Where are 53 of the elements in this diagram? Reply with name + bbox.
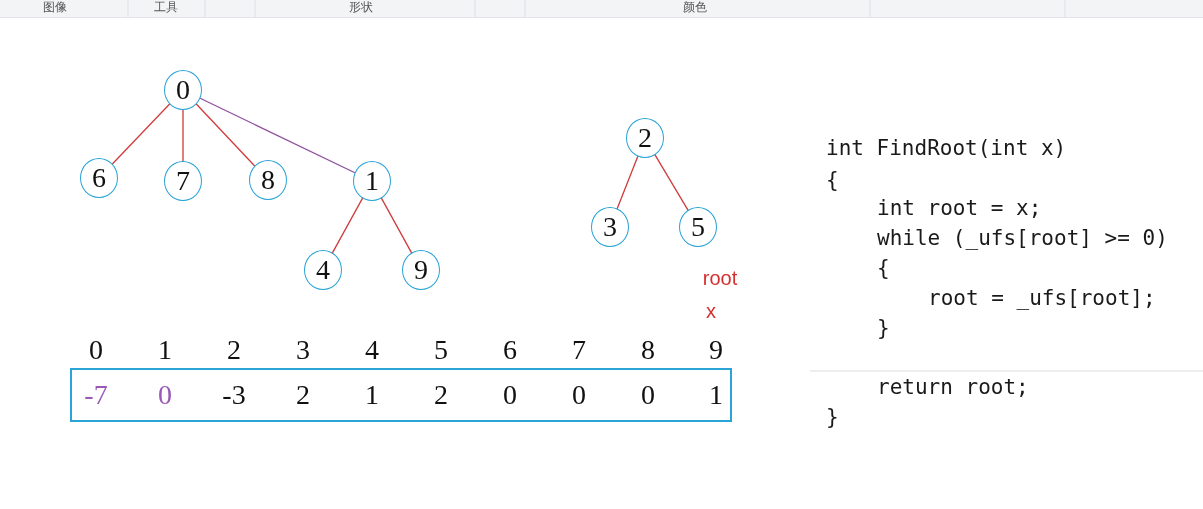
tree-edge <box>331 197 364 254</box>
code-line: } <box>826 405 839 429</box>
node-number: 5 <box>691 211 705 243</box>
array-value: 0 <box>572 379 586 411</box>
variable-label: x <box>706 301 716 321</box>
node-number: 9 <box>414 254 428 286</box>
variable-label: root <box>702 268 738 288</box>
tree-edge <box>199 97 356 174</box>
node-number: 6 <box>92 162 106 194</box>
tree-edge <box>195 103 256 167</box>
array-value: 0 <box>503 379 517 411</box>
code-line: } <box>877 316 890 340</box>
array-index: 8 <box>641 334 655 366</box>
node-number: 1 <box>365 165 379 197</box>
array-index: 5 <box>434 334 448 366</box>
code-line: int FindRoot(int x) <box>826 136 1067 160</box>
array-index: 7 <box>572 334 586 366</box>
array-index: 3 <box>296 334 310 366</box>
toolbar-tab-label: 形状 <box>349 1 373 13</box>
node-number: 8 <box>261 164 275 196</box>
tree-edge <box>616 155 639 210</box>
array-index: 0 <box>89 334 103 366</box>
code-line: int root = x; <box>877 196 1042 220</box>
array-value: 1 <box>709 379 723 411</box>
array-value: 2 <box>434 379 448 411</box>
code-line: { <box>826 168 839 192</box>
array-index: 4 <box>365 334 379 366</box>
node-number: 2 <box>638 122 652 154</box>
array-value: -3 <box>222 379 246 411</box>
array-value: -7 <box>84 379 108 411</box>
tree-edge <box>182 108 184 163</box>
toolbar-tab-label: 工具 <box>154 1 178 13</box>
code-line: root = _ufs[root]; <box>928 286 1156 310</box>
toolbar-tab-label: 图像 <box>43 1 67 13</box>
tree-edge <box>111 103 171 165</box>
array-index: 6 <box>503 334 517 366</box>
tree-edge <box>654 153 689 212</box>
code-line: { <box>877 256 890 280</box>
array-index: 9 <box>709 334 723 366</box>
array-value: 1 <box>365 379 379 411</box>
tree-edge <box>380 197 413 254</box>
code-line: while (_ufs[root] >= 0) <box>877 226 1168 250</box>
array-value: 0 <box>158 379 172 411</box>
code-line: return root; <box>877 375 1029 399</box>
toolbar-tab-label: 颜色 <box>683 1 707 13</box>
node-number: 7 <box>176 165 190 197</box>
array-value: 2 <box>296 379 310 411</box>
array-value: 0 <box>641 379 655 411</box>
node-number: 0 <box>176 74 190 106</box>
node-number: 3 <box>603 211 617 243</box>
array-index: 1 <box>158 334 172 366</box>
array-index: 2 <box>227 334 241 366</box>
node-number: 4 <box>316 254 330 286</box>
